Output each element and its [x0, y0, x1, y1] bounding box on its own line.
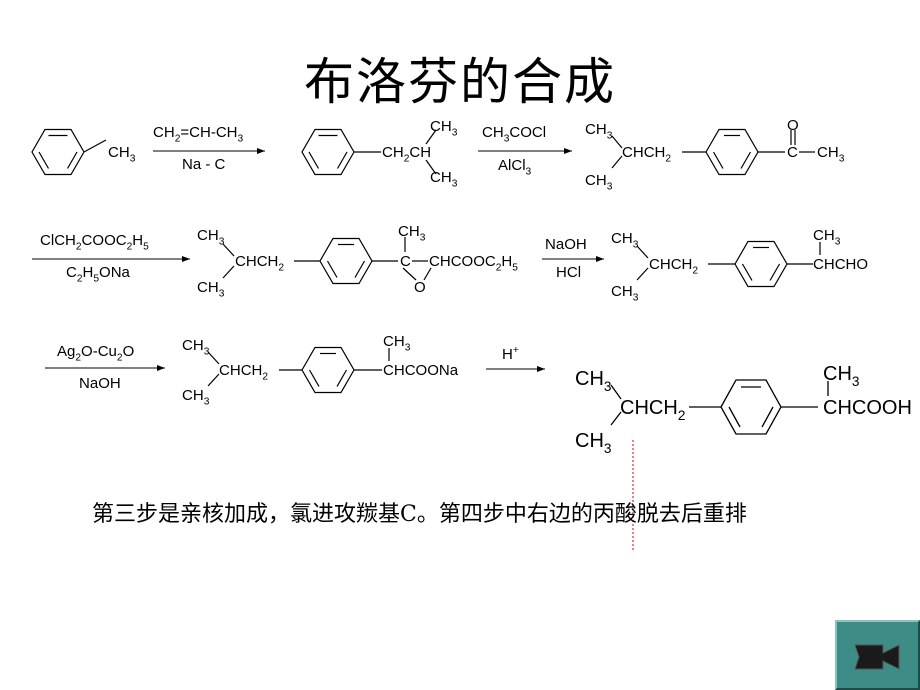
- svg-text:CH3: CH3: [813, 227, 841, 248]
- svg-text:CHCHO: CHCHO: [813, 256, 868, 273]
- arrow-step5: Ag2O-Cu2O NaOH: [45, 343, 165, 392]
- reagent-ag2o-cu2o: Ag2O-Cu2O: [57, 343, 134, 364]
- reagent-hcl: HCl: [556, 264, 581, 281]
- svg-text:CH3: CH3: [182, 387, 210, 408]
- aldehyde-intermediate: CH3 CHCH2 CH3 CH3 CHCHO: [611, 227, 868, 304]
- arrow-step1: CH2=CH-CH3 Na - C: [153, 124, 265, 173]
- reagent-alcl3: AlCl3: [498, 157, 532, 178]
- product1-ch2ch: CH2CH: [382, 144, 431, 165]
- reagent-acetyl-chloride: CH3COCl: [482, 124, 546, 145]
- svg-text:CH3: CH3: [585, 172, 613, 193]
- arrow-step2: CH3COCl AlCl3: [478, 124, 572, 178]
- slide-title: 布洛芬的合成: [304, 53, 616, 111]
- benzene-ring-1: [31, 128, 107, 176]
- svg-text:CH3: CH3: [383, 333, 411, 354]
- svg-text:CHCH2: CHCH2: [620, 397, 685, 423]
- toluene: CH3: [31, 128, 136, 176]
- reagent-na-c: Na - C: [182, 156, 226, 173]
- benzene-ring-7: [720, 379, 782, 435]
- arrow-step3: ClCH2COOC2H5 C2H5ONa: [32, 232, 190, 285]
- sodium-salt: CH3 CHCH2 CH3 CH3 CHCOONa: [182, 333, 459, 408]
- reagent-ethoxide: C2H5ONa: [66, 264, 131, 285]
- benzene-ring-2: [301, 128, 437, 176]
- arrow-step6: H+: [486, 345, 545, 372]
- reagent-naoh: NaOH: [545, 236, 587, 253]
- reagent-h-plus: H+: [502, 345, 519, 363]
- isobutylbenzene: CH2CH CH3 CH3: [301, 118, 458, 190]
- svg-text:CH3: CH3: [182, 337, 210, 358]
- svg-text:O: O: [414, 279, 426, 296]
- svg-text:CHCH2: CHCH2: [219, 362, 268, 383]
- svg-text:CHCH2: CHCH2: [235, 253, 284, 274]
- glycidic-ester: CH3 CHCH2 CH3 CH3 C CHCOOC2H5 O: [197, 223, 518, 300]
- reagent-naoh-2: NaOH: [79, 375, 121, 392]
- svg-text:CHCOOC2H5: CHCOOC2H5: [429, 253, 518, 274]
- svg-text:CH3: CH3: [398, 223, 426, 244]
- svg-text:CHCH2: CHCH2: [649, 256, 698, 277]
- reagent-propene: CH2=CH-CH3: [153, 124, 244, 145]
- svg-text:CH3: CH3: [823, 363, 859, 389]
- svg-text:CH3: CH3: [585, 121, 613, 142]
- svg-text:CH3: CH3: [575, 430, 611, 456]
- arrow-step4: NaOH HCl: [542, 236, 604, 281]
- svg-text:O: O: [787, 117, 799, 134]
- svg-text:C: C: [787, 144, 798, 161]
- product1-ch3-bottom: CH3: [430, 169, 458, 190]
- svg-text:CH3: CH3: [197, 279, 225, 300]
- product1-ch3-top: CH3: [430, 118, 458, 139]
- svg-text:CH3: CH3: [197, 227, 225, 248]
- toluene-ch3: CH3: [108, 144, 136, 165]
- ibuprofen: CH3 CHCH2 CH3 CH3 CHCOOH: [575, 363, 912, 456]
- svg-text:CHCOONa: CHCOONa: [383, 362, 459, 379]
- svg-text:CHCH2: CHCH2: [622, 144, 671, 165]
- svg-text:CH3: CH3: [817, 144, 845, 165]
- isobutylacetophenone: CH3 CHCH2 CH3 O C CH3: [585, 117, 845, 193]
- movie-camera-icon: [854, 644, 900, 670]
- reagent-chloroacetate: ClCH2COOC2H5: [40, 232, 149, 253]
- svg-text:C: C: [400, 253, 411, 270]
- navigation-button[interactable]: [835, 620, 920, 690]
- svg-text:CH3: CH3: [575, 368, 611, 394]
- annotation-note: 第三步是亲核加成，氯进攻羰基C。第四步中右边的丙酸脱去后重排: [92, 502, 747, 527]
- svg-text:CHCOOH: CHCOOH: [823, 397, 912, 419]
- svg-text:CH3: CH3: [611, 230, 639, 251]
- svg-text:CH3: CH3: [611, 283, 639, 304]
